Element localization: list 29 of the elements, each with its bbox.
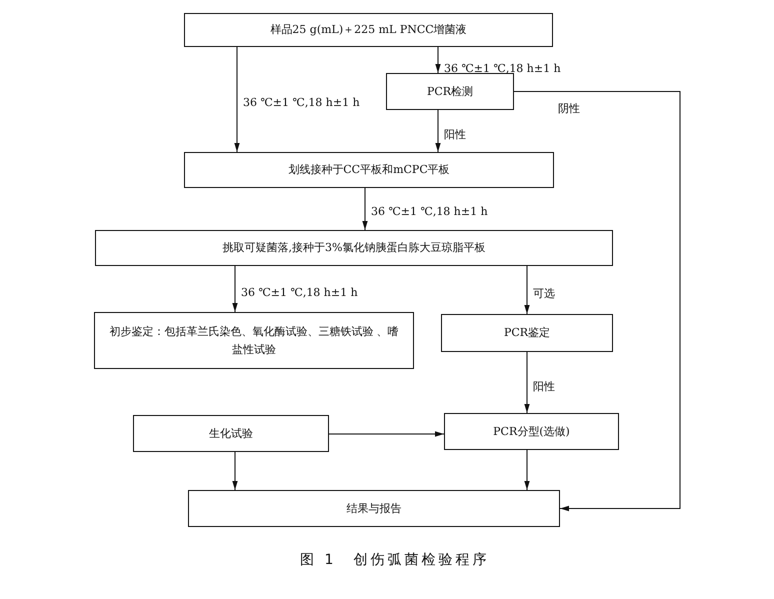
edge-label: 阳性 [444,128,466,142]
process-box: 样品25 g(mL)＋225 mL PNCC增菌液 [184,13,553,47]
arrow [524,266,530,314]
edge-label: 阴性 [558,102,580,116]
process-box: PCR鉴定 [441,314,613,352]
arrow [514,91,680,512]
arrow [435,46,441,74]
arrow [524,450,530,490]
arrow [232,266,238,312]
arrow [234,46,240,152]
arrow [362,188,368,230]
edge-label: 可选 [533,287,555,300]
edge-label: 36 ℃±1 ℃,18 h±1 h [243,96,360,110]
arrow [524,352,530,414]
edge-label: 36 ℃±1 ℃,18 h±1 h [371,205,488,218]
process-box: 挑取可疑菌落,接种于3%氯化钠胰蛋白胨大豆琼脂平板 [95,230,613,266]
process-box: 结果与报告 [188,490,560,527]
arrow [232,452,238,490]
edge-label: 阳性 [533,380,555,394]
arrow [435,110,441,152]
arrow [328,431,444,437]
process-box: PCR分型(选做) [444,413,619,450]
process-box: 划线接种于CC平板和mCPC平板 [184,152,554,188]
process-box: 初步鉴定：包括革兰氏染色、氧化酶试验、三糖铁试验 、嗜盐性试验 [94,312,414,369]
edge-label: 36 ℃±1 ℃,18 h±1 h [444,62,561,76]
process-box: PCR检测 [386,73,514,110]
figure-caption: 图 1 创伤弧菌检验程序 [300,551,490,569]
process-box: 生化试验 [133,415,329,452]
edge-label: 36 ℃±1 ℃,18 h±1 h [241,286,358,300]
